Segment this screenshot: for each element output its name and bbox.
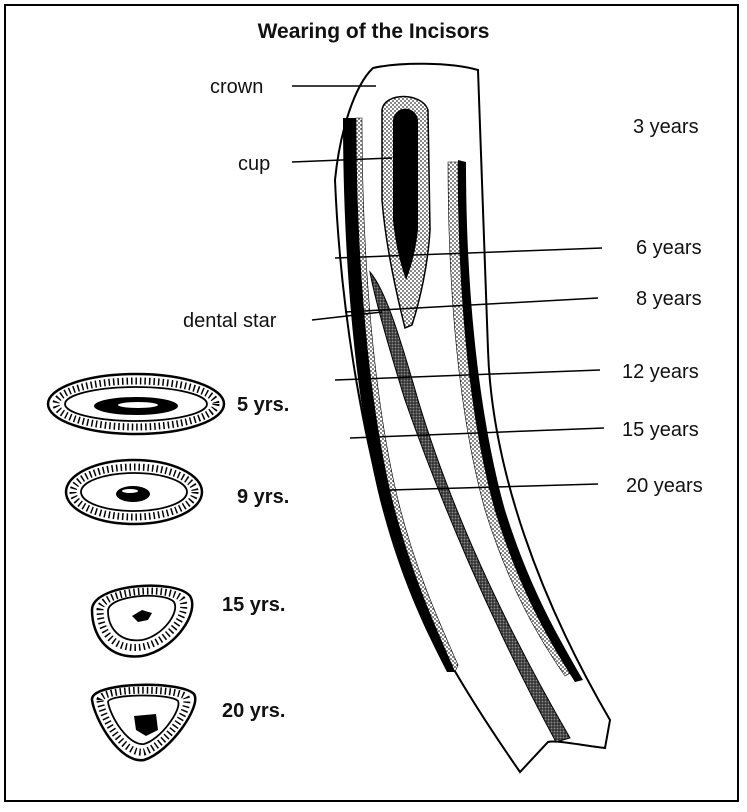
cross-section-5-yrs [48,374,224,434]
cross-section-9-yrs [66,460,202,524]
cross-section-20-yrs [92,685,195,760]
cross-section-15-yrs [92,586,192,657]
